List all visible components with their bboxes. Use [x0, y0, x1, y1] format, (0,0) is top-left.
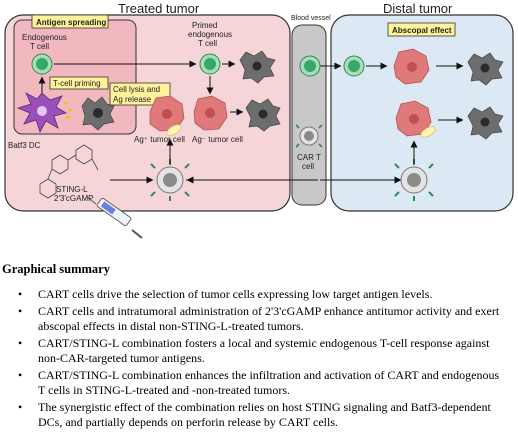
dead-cell-icon — [239, 50, 276, 84]
ag-neg-label: Ag⁻ tumor cell — [192, 135, 243, 144]
tumor-cell-icon — [393, 48, 430, 85]
endogenous-tcell-label-2: T cell — [30, 42, 49, 51]
tumor-cell-icon — [395, 100, 436, 138]
car-t-cell-icon — [150, 159, 190, 201]
summary-bullet: The synergistic effect of the combinatio… — [18, 400, 508, 430]
t-cell-icon — [31, 53, 53, 75]
antigen-spreading-label: Antigen spreading — [36, 18, 106, 27]
summary-list: CART cells drive the selection of tumor … — [0, 287, 508, 432]
summary-bullet: CART/STING-L combination fosters a local… — [18, 336, 508, 366]
primed-tcell-label-2: endogenous — [188, 30, 232, 39]
tumor-cell-icon — [149, 95, 185, 136]
cell-lysis-label-2: Ag release — [113, 95, 152, 104]
molecule-icon — [39, 144, 99, 199]
dendritic-cell-icon — [16, 92, 68, 133]
blood-vessel — [291, 24, 327, 206]
treated-tumor-title: Treated tumor — [118, 1, 200, 16]
ag-pos-label: Ag⁺ tumor cell — [134, 135, 185, 144]
endogenous-tcell-label-1: Endogenous — [22, 33, 67, 42]
syringe-icon — [85, 195, 143, 239]
t-cell-icon — [199, 53, 221, 75]
primed-tcell-label-1: Primed — [192, 21, 217, 30]
antigen-spreading-label-box — [31, 14, 109, 29]
sting-label-2: 2′3′cGAMP — [54, 194, 93, 203]
dead-cell-icon — [81, 96, 115, 131]
summary-bullet: CART/STING-L combination enhances the in… — [18, 368, 508, 398]
dead-cell-icon — [245, 98, 281, 132]
abscopal-effect-label: Abscopal effect — [392, 26, 452, 35]
sting-label-1: STING-L — [56, 185, 88, 194]
summary-bullet: CART cells drive the selection of tumor … — [18, 287, 508, 302]
primed-tcell-label-3: T cell — [198, 39, 217, 48]
graphical-summary-section: Graphical summary CART cells drive the s… — [0, 262, 518, 433]
blood-vessel-label: Blood vessel — [291, 15, 331, 22]
t-cell-icon — [299, 55, 321, 77]
abscopal-effect-label-box — [387, 22, 456, 37]
tumor-cell-icon — [193, 95, 228, 131]
cart-label-1: CAR T — [297, 153, 321, 162]
car-t-cell-icon — [394, 159, 434, 201]
summary-bullet: CART cells and intratumoral administrati… — [18, 304, 508, 334]
batf3-dc-label: Batf3 DC — [8, 141, 41, 150]
tcell-priming-box — [49, 76, 109, 90]
cart-label-2: cell — [302, 162, 314, 171]
cell-lysis-label-1: Cell lysis and — [113, 85, 160, 94]
dead-cell-icon — [467, 106, 504, 140]
car-t-cell-icon — [295, 124, 323, 148]
summary-heading: Graphical summary — [2, 262, 110, 276]
graphical-abstract-figure: Treated tumor Distal tumor Blood vessel … — [4, 1, 514, 239]
distal-tumor-title: Distal tumor — [383, 1, 453, 16]
t-cell-icon — [343, 55, 365, 77]
tcell-priming-label: T-cell priming — [53, 79, 101, 88]
dead-cell-icon — [467, 52, 504, 86]
